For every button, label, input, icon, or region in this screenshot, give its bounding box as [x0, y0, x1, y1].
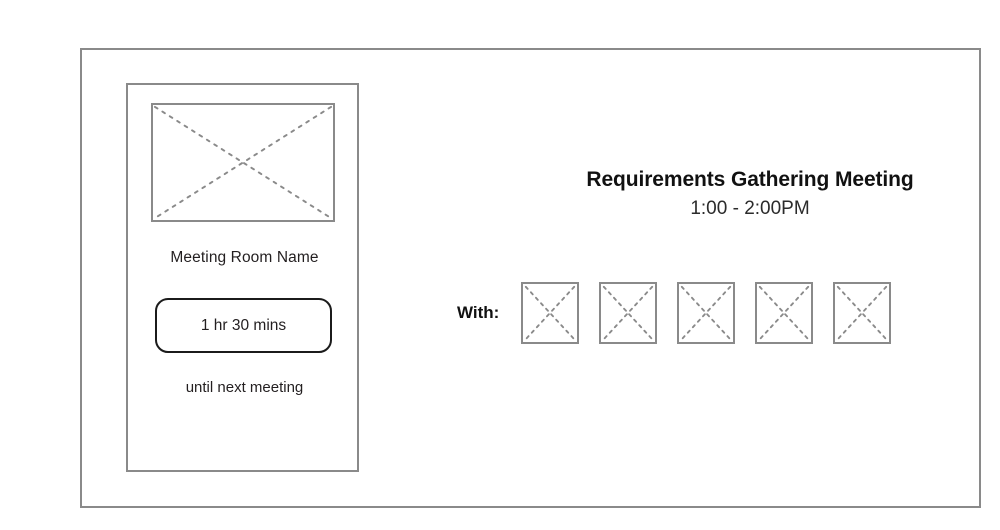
placeholder-cross-icon — [153, 105, 333, 220]
attendee-avatar-2[interactable] — [599, 282, 658, 344]
attendee-avatar-3[interactable] — [677, 282, 736, 344]
room-info-panel: Meeting Room Name 1 hr 30 mins until nex… — [126, 83, 359, 472]
attendee-avatar-5[interactable] — [833, 282, 892, 344]
placeholder-cross-icon — [759, 285, 810, 341]
meeting-title: Requirements Gathering Meeting — [586, 168, 914, 191]
until-next-meeting-caption: until next meeting — [185, 379, 304, 396]
attendees-label: With: — [457, 303, 500, 322]
meeting-time-range: 1:00 - 2:00PM — [690, 198, 810, 219]
placeholder-cross-icon — [525, 285, 576, 341]
room-name-label: Meeting Room Name — [170, 249, 319, 266]
attendees-row: With: — [457, 282, 892, 344]
duration-until-next-meeting-button[interactable]: 1 hr 30 mins — [155, 298, 332, 353]
display-screen-frame: Meeting Room Name 1 hr 30 mins until nex… — [80, 48, 981, 508]
room-photo-placeholder — [151, 103, 335, 222]
attendee-avatar-1[interactable] — [521, 282, 580, 344]
placeholder-cross-icon — [681, 285, 732, 341]
attendee-avatar-4[interactable] — [755, 282, 814, 344]
placeholder-cross-icon — [837, 285, 888, 341]
placeholder-cross-icon — [603, 285, 654, 341]
